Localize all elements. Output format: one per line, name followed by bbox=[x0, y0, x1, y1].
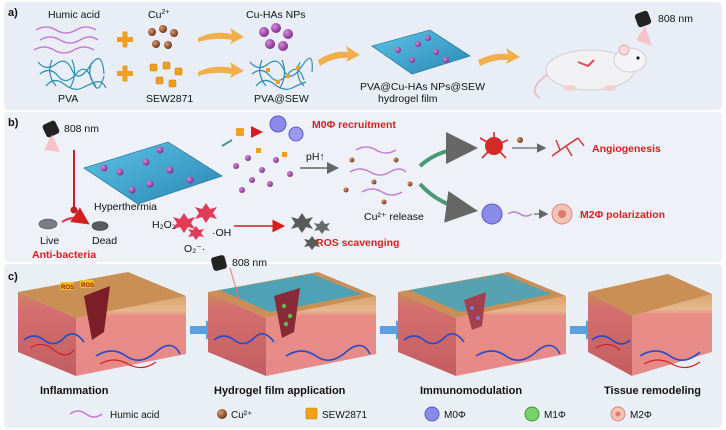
sew-release-icon bbox=[221, 126, 263, 147]
tissue-immunomodulation bbox=[398, 272, 566, 376]
legend-m2-label: M2Φ bbox=[630, 410, 652, 421]
mouse-icon bbox=[533, 44, 647, 99]
cu-ion-icon bbox=[148, 25, 178, 49]
panel-b-label: b) bbox=[8, 117, 19, 129]
panel-c-label: c) bbox=[8, 271, 18, 283]
panel-a-laser-label: 808 nm bbox=[658, 13, 693, 25]
blood-vessel-icon bbox=[551, 137, 585, 157]
pva-sew-network-icon bbox=[249, 57, 313, 90]
ros-tag-1: ROS bbox=[61, 285, 74, 291]
sew2871-label: SEW2871 bbox=[146, 93, 193, 105]
thermometer-bulb bbox=[70, 206, 78, 214]
panel-a-label: a) bbox=[8, 7, 18, 19]
angiogenesis-label: Angiogenesis bbox=[592, 143, 661, 155]
dead-label: Dead bbox=[92, 235, 117, 247]
stage-label-3: Immunomodulation bbox=[420, 385, 522, 397]
legend-cu-label: Cu²⁺ bbox=[231, 410, 252, 421]
legend-humic-label: Humic acid bbox=[110, 410, 159, 421]
cu-dot-angio bbox=[517, 137, 523, 143]
laser-emitter-icon-c bbox=[211, 255, 227, 271]
film-label-line2: hydrogel film bbox=[378, 93, 438, 105]
stage-label-4: Tissue remodeling bbox=[604, 385, 701, 397]
m0-recruitment-label: M0Φ recruitment bbox=[312, 119, 396, 131]
cu-release-label: Cu²⁺ release bbox=[364, 211, 424, 223]
bacteria-dead-icon bbox=[91, 221, 109, 231]
cu-ion-label: Cu2+ bbox=[148, 9, 169, 21]
pva-label: PVA bbox=[58, 93, 78, 105]
ros-scavenging-label: ROS scavenging bbox=[316, 237, 399, 249]
legend-m1-icon bbox=[524, 406, 540, 422]
ph-label: pH↑ bbox=[306, 151, 325, 163]
hydrogel-film-b bbox=[83, 141, 223, 205]
pva-sew-label: PVA@SEW bbox=[254, 93, 309, 105]
ros-tag-2: ROS bbox=[81, 283, 94, 289]
legend-humic-icon bbox=[69, 410, 103, 418]
scavenged-ros-icon bbox=[291, 213, 330, 250]
humic-acid-icon bbox=[33, 26, 99, 54]
legend: Humic acid Cu²⁺ SEW2871 M0Φ M1Φ M2Φ bbox=[69, 406, 652, 422]
laser-emitter-icon-b bbox=[42, 120, 60, 152]
released-particles bbox=[233, 148, 293, 193]
arrow-to-m2 bbox=[418, 182, 478, 223]
tissue-remodeling bbox=[588, 274, 712, 376]
stage-label-2: Hydrogel film application bbox=[214, 385, 346, 397]
panel-c-laser-label: 808 nm bbox=[232, 257, 267, 269]
ros-species-icon bbox=[173, 203, 217, 240]
legend-cu-icon bbox=[217, 409, 227, 419]
legend-sew-icon bbox=[305, 407, 318, 420]
arrow-to-film bbox=[318, 46, 360, 66]
legend-m2-nucleus bbox=[615, 411, 621, 417]
m2-macrophage-icon-b bbox=[551, 203, 573, 225]
legend-m0-icon bbox=[424, 406, 440, 422]
bacteria-live-icon bbox=[38, 218, 58, 230]
laser-emitter-icon bbox=[634, 10, 652, 46]
cu-release-cluster bbox=[343, 146, 413, 205]
polarization-arrow bbox=[507, 211, 533, 217]
cu-has-nps-icon bbox=[259, 23, 293, 51]
legend-m1-label: M1Φ bbox=[544, 410, 566, 421]
tissue-inflammation bbox=[18, 272, 186, 376]
m2-polarization-label: M2Φ polarization bbox=[580, 209, 665, 221]
plus-icon bbox=[117, 31, 133, 48]
sew2871-icon bbox=[149, 61, 183, 88]
legend-m0-label: M0Φ bbox=[444, 410, 466, 421]
arrow-to-mouse bbox=[478, 48, 520, 66]
arrow-to-cu-has-nps bbox=[198, 28, 244, 44]
m0-macrophage-icon-c bbox=[481, 203, 503, 225]
tissue-hydrogel-application bbox=[208, 267, 376, 376]
plus-icon-2 bbox=[117, 65, 133, 82]
arrow-to-pva-sew bbox=[198, 62, 244, 78]
hyperthermia-label: Hyperthermia bbox=[94, 201, 157, 213]
o2-label: O₂⁻· bbox=[184, 243, 205, 255]
cu-has-nps-label: Cu-HAs NPs bbox=[246, 9, 306, 21]
arrow-to-angiogenesis bbox=[418, 132, 478, 168]
stage-label-1: Inflammation bbox=[40, 385, 109, 397]
m0-macrophage-icon-b bbox=[269, 115, 304, 142]
live-label: Live bbox=[40, 235, 59, 247]
h2o2-label: H₂O₂ bbox=[152, 219, 176, 231]
anti-bacteria-label: Anti-bacteria bbox=[32, 249, 96, 261]
legend-sew-label: SEW2871 bbox=[322, 410, 367, 421]
oh-label: ·OH bbox=[212, 227, 231, 239]
pva-network-icon bbox=[37, 58, 107, 90]
endothelial-cell-icon bbox=[479, 132, 509, 159]
kill-arrow bbox=[61, 207, 90, 225]
section-a-background bbox=[4, 2, 722, 110]
panel-b-laser-label: 808 nm bbox=[64, 123, 99, 135]
hydrogel-film-icon bbox=[371, 29, 471, 75]
humic-acid-label: Humic acid bbox=[48, 9, 100, 21]
film-label-line1: PVA@Cu-HAs NPs@SEW bbox=[360, 81, 485, 93]
